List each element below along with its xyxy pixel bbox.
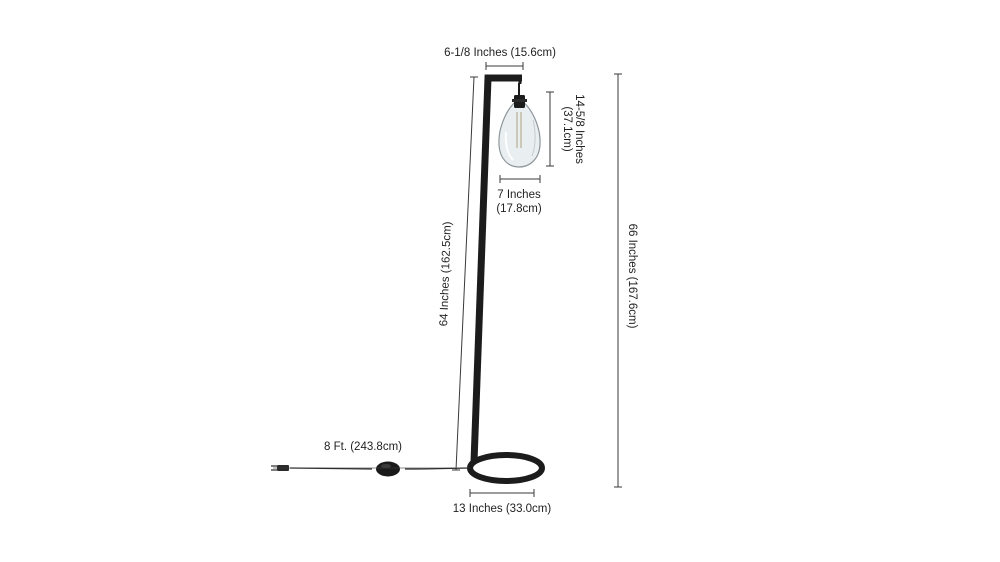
shade-height-dimension-line <box>546 91 554 167</box>
floor-lamp-illustration <box>271 74 545 484</box>
overall-height-dimension-line <box>614 73 622 488</box>
shade-height-label-line2: (37.1cm) <box>561 106 573 152</box>
lamp-glass-shade <box>498 98 541 168</box>
base-width-dimension-line <box>469 489 535 497</box>
shade-width-label-line2: (17.8cm) <box>496 203 542 215</box>
pole-height-label: 64 Inches (162.5cm) <box>438 221 454 326</box>
pole-height-dimension-line <box>452 76 478 471</box>
top-width-label: 6-1/8 Inches (15.6cm) <box>444 47 556 59</box>
dimension-labels: 6-1/8 Inches (15.6cm) 14-5/8 Inches (37.… <box>324 47 638 515</box>
foot-switch <box>376 461 400 477</box>
top-width-dimension-line <box>485 62 524 70</box>
lamp-pole <box>470 74 522 463</box>
shade-width-dimension-line <box>499 175 541 183</box>
shade-width-label-line1: 7 Inches <box>497 189 541 201</box>
shade-height-label-line1: 14-5/8 Inches <box>573 94 585 164</box>
lamp-ring-base <box>467 452 545 484</box>
cord-length-label: 8 Ft. (243.8cm) <box>324 441 402 453</box>
base-width-label: 13 Inches (33.0cm) <box>453 503 552 515</box>
power-cord <box>271 461 471 477</box>
overall-height-label: 66 Inches (167.6cm) <box>626 224 638 329</box>
dimension-lines <box>273 62 622 497</box>
